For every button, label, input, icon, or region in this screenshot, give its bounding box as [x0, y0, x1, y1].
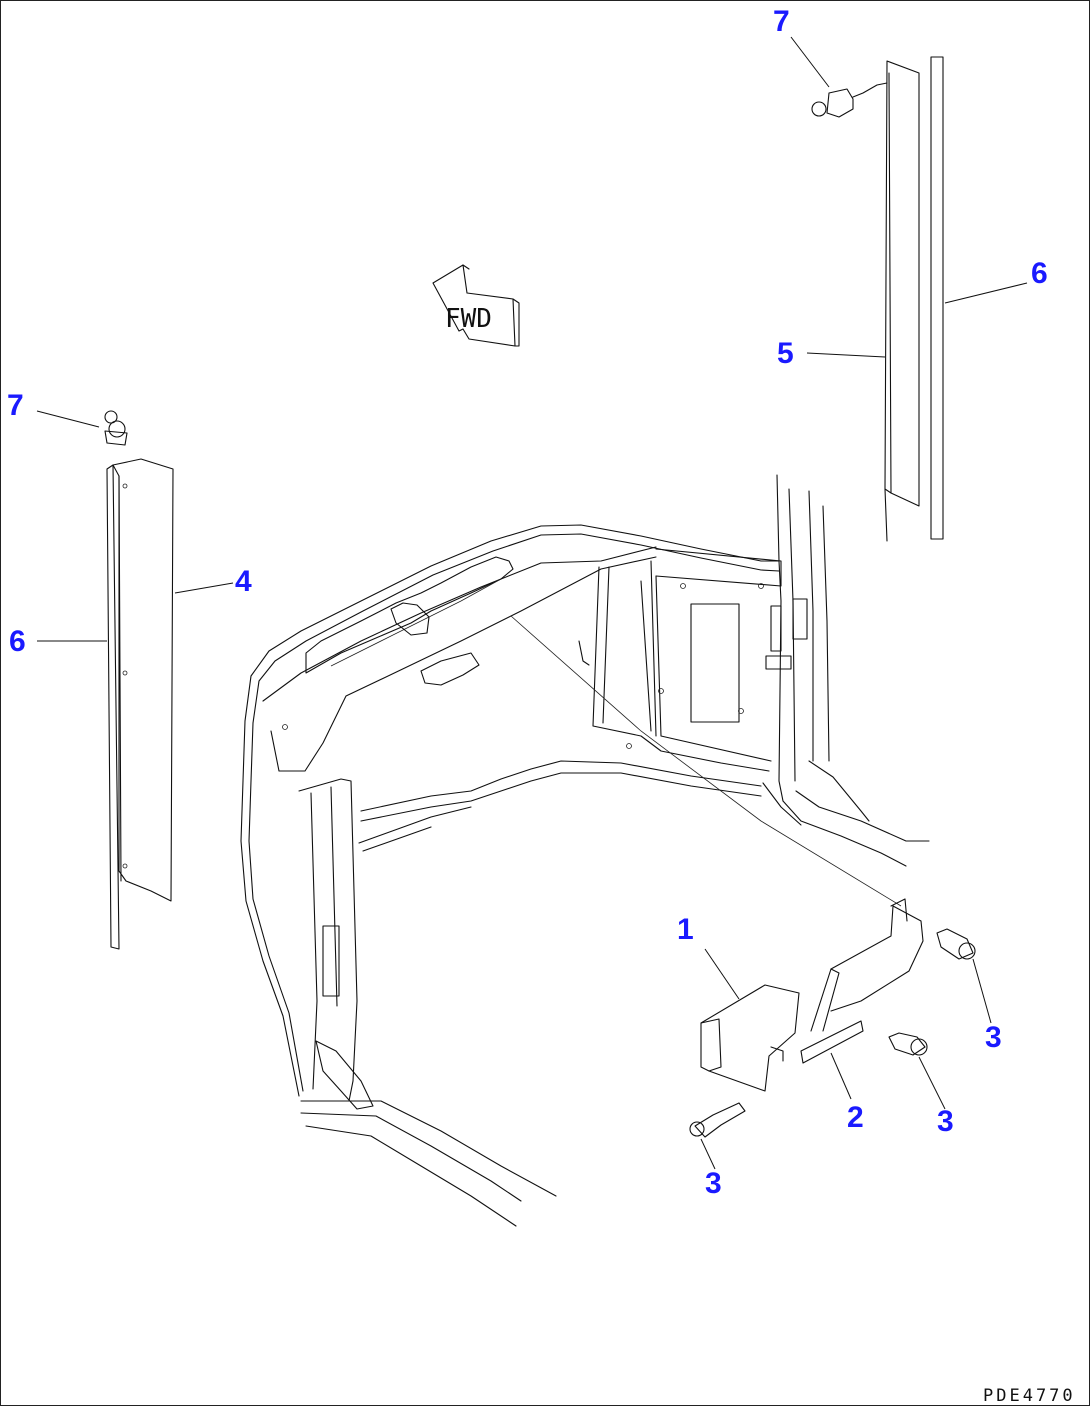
fwd-direction-arrow: FWD	[432, 264, 520, 347]
callout-4: 4	[235, 565, 252, 598]
callout-5: 5	[777, 337, 794, 370]
part-3-bolt-a	[689, 1102, 746, 1138]
part-1-bracket	[700, 984, 800, 1092]
part-3-bolt-c	[936, 928, 976, 960]
fwd-label: FWD	[445, 304, 492, 334]
callout-3-middle: 3	[937, 1105, 954, 1138]
part-7-right-clip	[811, 82, 888, 118]
callout-7-top: 7	[773, 5, 790, 38]
callout-3-right: 3	[985, 1021, 1002, 1054]
callout-6-left: 6	[9, 625, 26, 658]
part-6-left-seal	[106, 464, 120, 950]
part-3-bolt-b	[888, 1032, 928, 1056]
part-4-left-trim	[112, 458, 174, 902]
part-6-right-seal	[930, 56, 944, 540]
leader-lines	[36, 36, 1028, 1170]
callout-1: 1	[677, 913, 694, 946]
part-5-right-trim	[884, 60, 920, 542]
callout-2: 2	[847, 1101, 864, 1134]
part-2-cover	[800, 898, 924, 1064]
callout-labels: 7 6 5 7 4 6 1 3 2 3 3	[7, 5, 1048, 1200]
drawing-code: PDE4770	[983, 1386, 1076, 1406]
cab-frame	[240, 474, 930, 1227]
callout-3-left: 3	[705, 1167, 722, 1200]
callout-7-left: 7	[7, 389, 24, 422]
callout-6-right: 6	[1031, 257, 1048, 290]
part-7-left-clip	[104, 410, 128, 446]
